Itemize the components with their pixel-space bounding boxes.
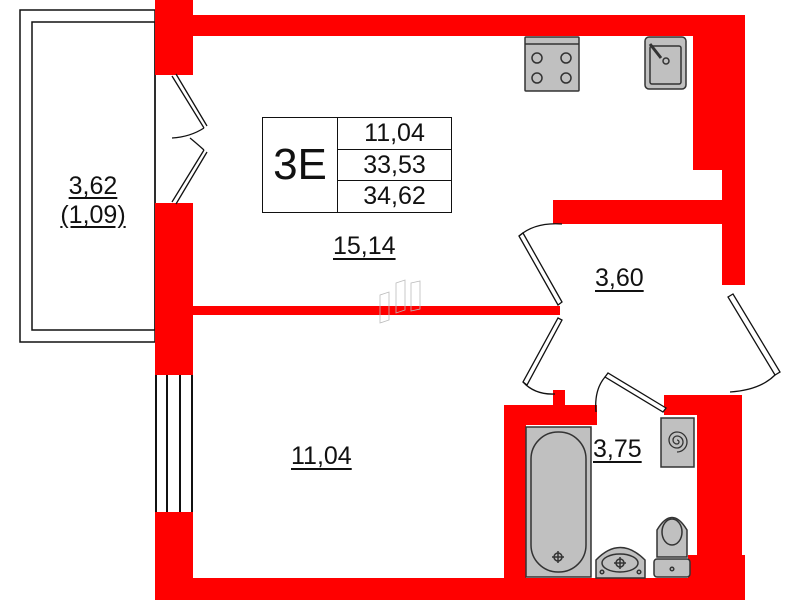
bathtub-icon [525,426,592,578]
hallway-doors[interactable] [518,223,781,413]
watermark-logo [379,279,421,324]
room-area-bathroom: 3,75 [593,435,642,463]
washbasin-icon [595,546,646,579]
balcony-door[interactable] [171,73,208,205]
balcony-label: 3,62 (1,09) [48,172,138,230]
walls [155,0,745,600]
total-area-with-balcony-value: 34,62 [363,182,426,211]
room-area-hallway: 3,60 [595,264,644,292]
living-area-value: 11,04 [338,118,451,150]
stove-icon [524,36,580,92]
room-area-kitchen-living: 15,14 [333,232,396,260]
apartment-type-badge: 3E 11,04 33,53 34,62 [262,117,452,213]
window [155,375,193,512]
balcony-outline [19,9,156,343]
area-summary: 11,04 33,53 34,62 [338,118,451,212]
boiler-icon [660,417,695,468]
toilet-icon [653,516,691,578]
room-area-bedroom: 11,04 [291,442,352,470]
room-area-balcony-reduced: (1,09) [60,200,126,229]
total-area-value: 33,53 [338,150,451,182]
room-area-balcony: 3,62 [68,172,118,200]
apartment-type-code: 3E [263,118,338,212]
kitchen-sink-icon [644,36,687,90]
